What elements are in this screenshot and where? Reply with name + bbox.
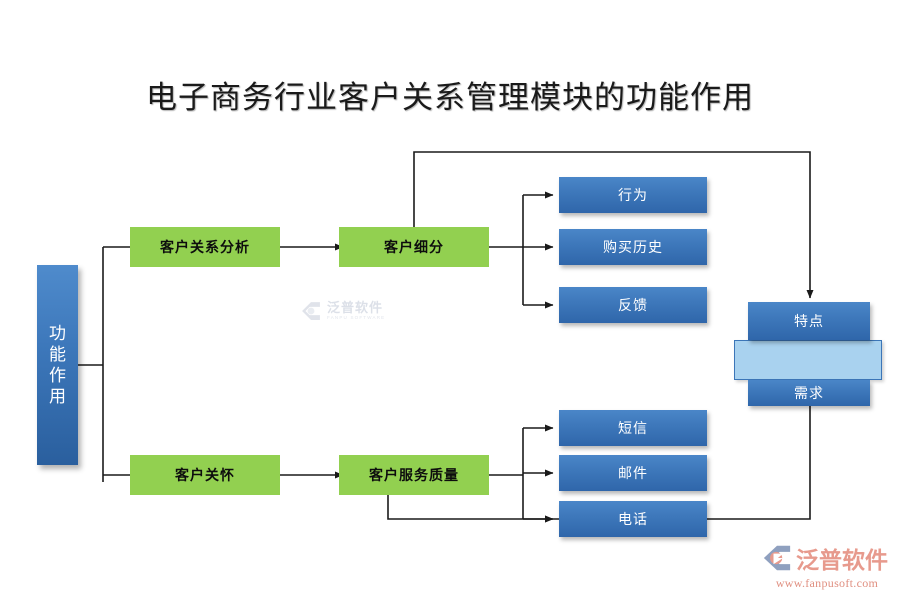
node-characteristics[interactable]: 特点 (748, 302, 870, 340)
node-label: 客户服务质量 (369, 466, 459, 483)
node-customer-care[interactable]: 客户关怀 (130, 455, 280, 495)
fanpu-logo: 泛普软件 www.fanpusoft.com (762, 540, 892, 592)
node-purchase-history[interactable]: 购买历史 (559, 229, 707, 265)
node-email[interactable]: 邮件 (559, 455, 707, 491)
node-root-char-2: 作 (49, 366, 66, 385)
node-label: 特点 (794, 312, 824, 329)
node-sms[interactable]: 短信 (559, 410, 707, 446)
node-label: 客户关怀 (175, 466, 235, 483)
node-requirements[interactable]: 需求 (748, 380, 870, 406)
node-customer-service-quality[interactable]: 客户服务质量 (339, 455, 489, 495)
node-behavior[interactable]: 行为 (559, 177, 707, 213)
fanpu-logo-url: www.fanpusoft.com (775, 576, 879, 590)
page-title: 电子商务行业客户关系管理模块的功能作用 (146, 80, 754, 115)
node-label: 反馈 (618, 296, 648, 313)
fanpu-logo-icon (762, 544, 792, 572)
node-label: 购买历史 (603, 238, 663, 255)
node-label: 短信 (618, 419, 648, 436)
node-label: 邮件 (618, 464, 648, 481)
node-highlight-placeholder[interactable] (734, 340, 882, 380)
node-customer-relationship-analysis[interactable]: 客户关系分析 (130, 227, 280, 267)
node-label: 客户细分 (384, 238, 444, 255)
node-root[interactable]: 功 能 作 用 (37, 265, 78, 465)
node-phone[interactable]: 电话 (559, 501, 707, 537)
wire-segment-to-profile (413, 151, 814, 299)
node-label: 客户关系分析 (160, 238, 250, 255)
fanpu-logo-cn: 泛普软件 (796, 547, 888, 573)
node-customer-segmentation[interactable]: 客户细分 (339, 227, 489, 267)
wire-service-loop-to-phone (387, 495, 554, 523)
node-feedback[interactable]: 反馈 (559, 287, 707, 323)
node-label: 行为 (618, 186, 648, 203)
node-label: 电话 (618, 510, 648, 527)
node-label: 需求 (794, 384, 824, 401)
node-root-char-0: 功 (49, 323, 66, 343)
node-root-char-3: 用 (49, 387, 66, 407)
node-root-char-1: 能 (49, 344, 66, 364)
